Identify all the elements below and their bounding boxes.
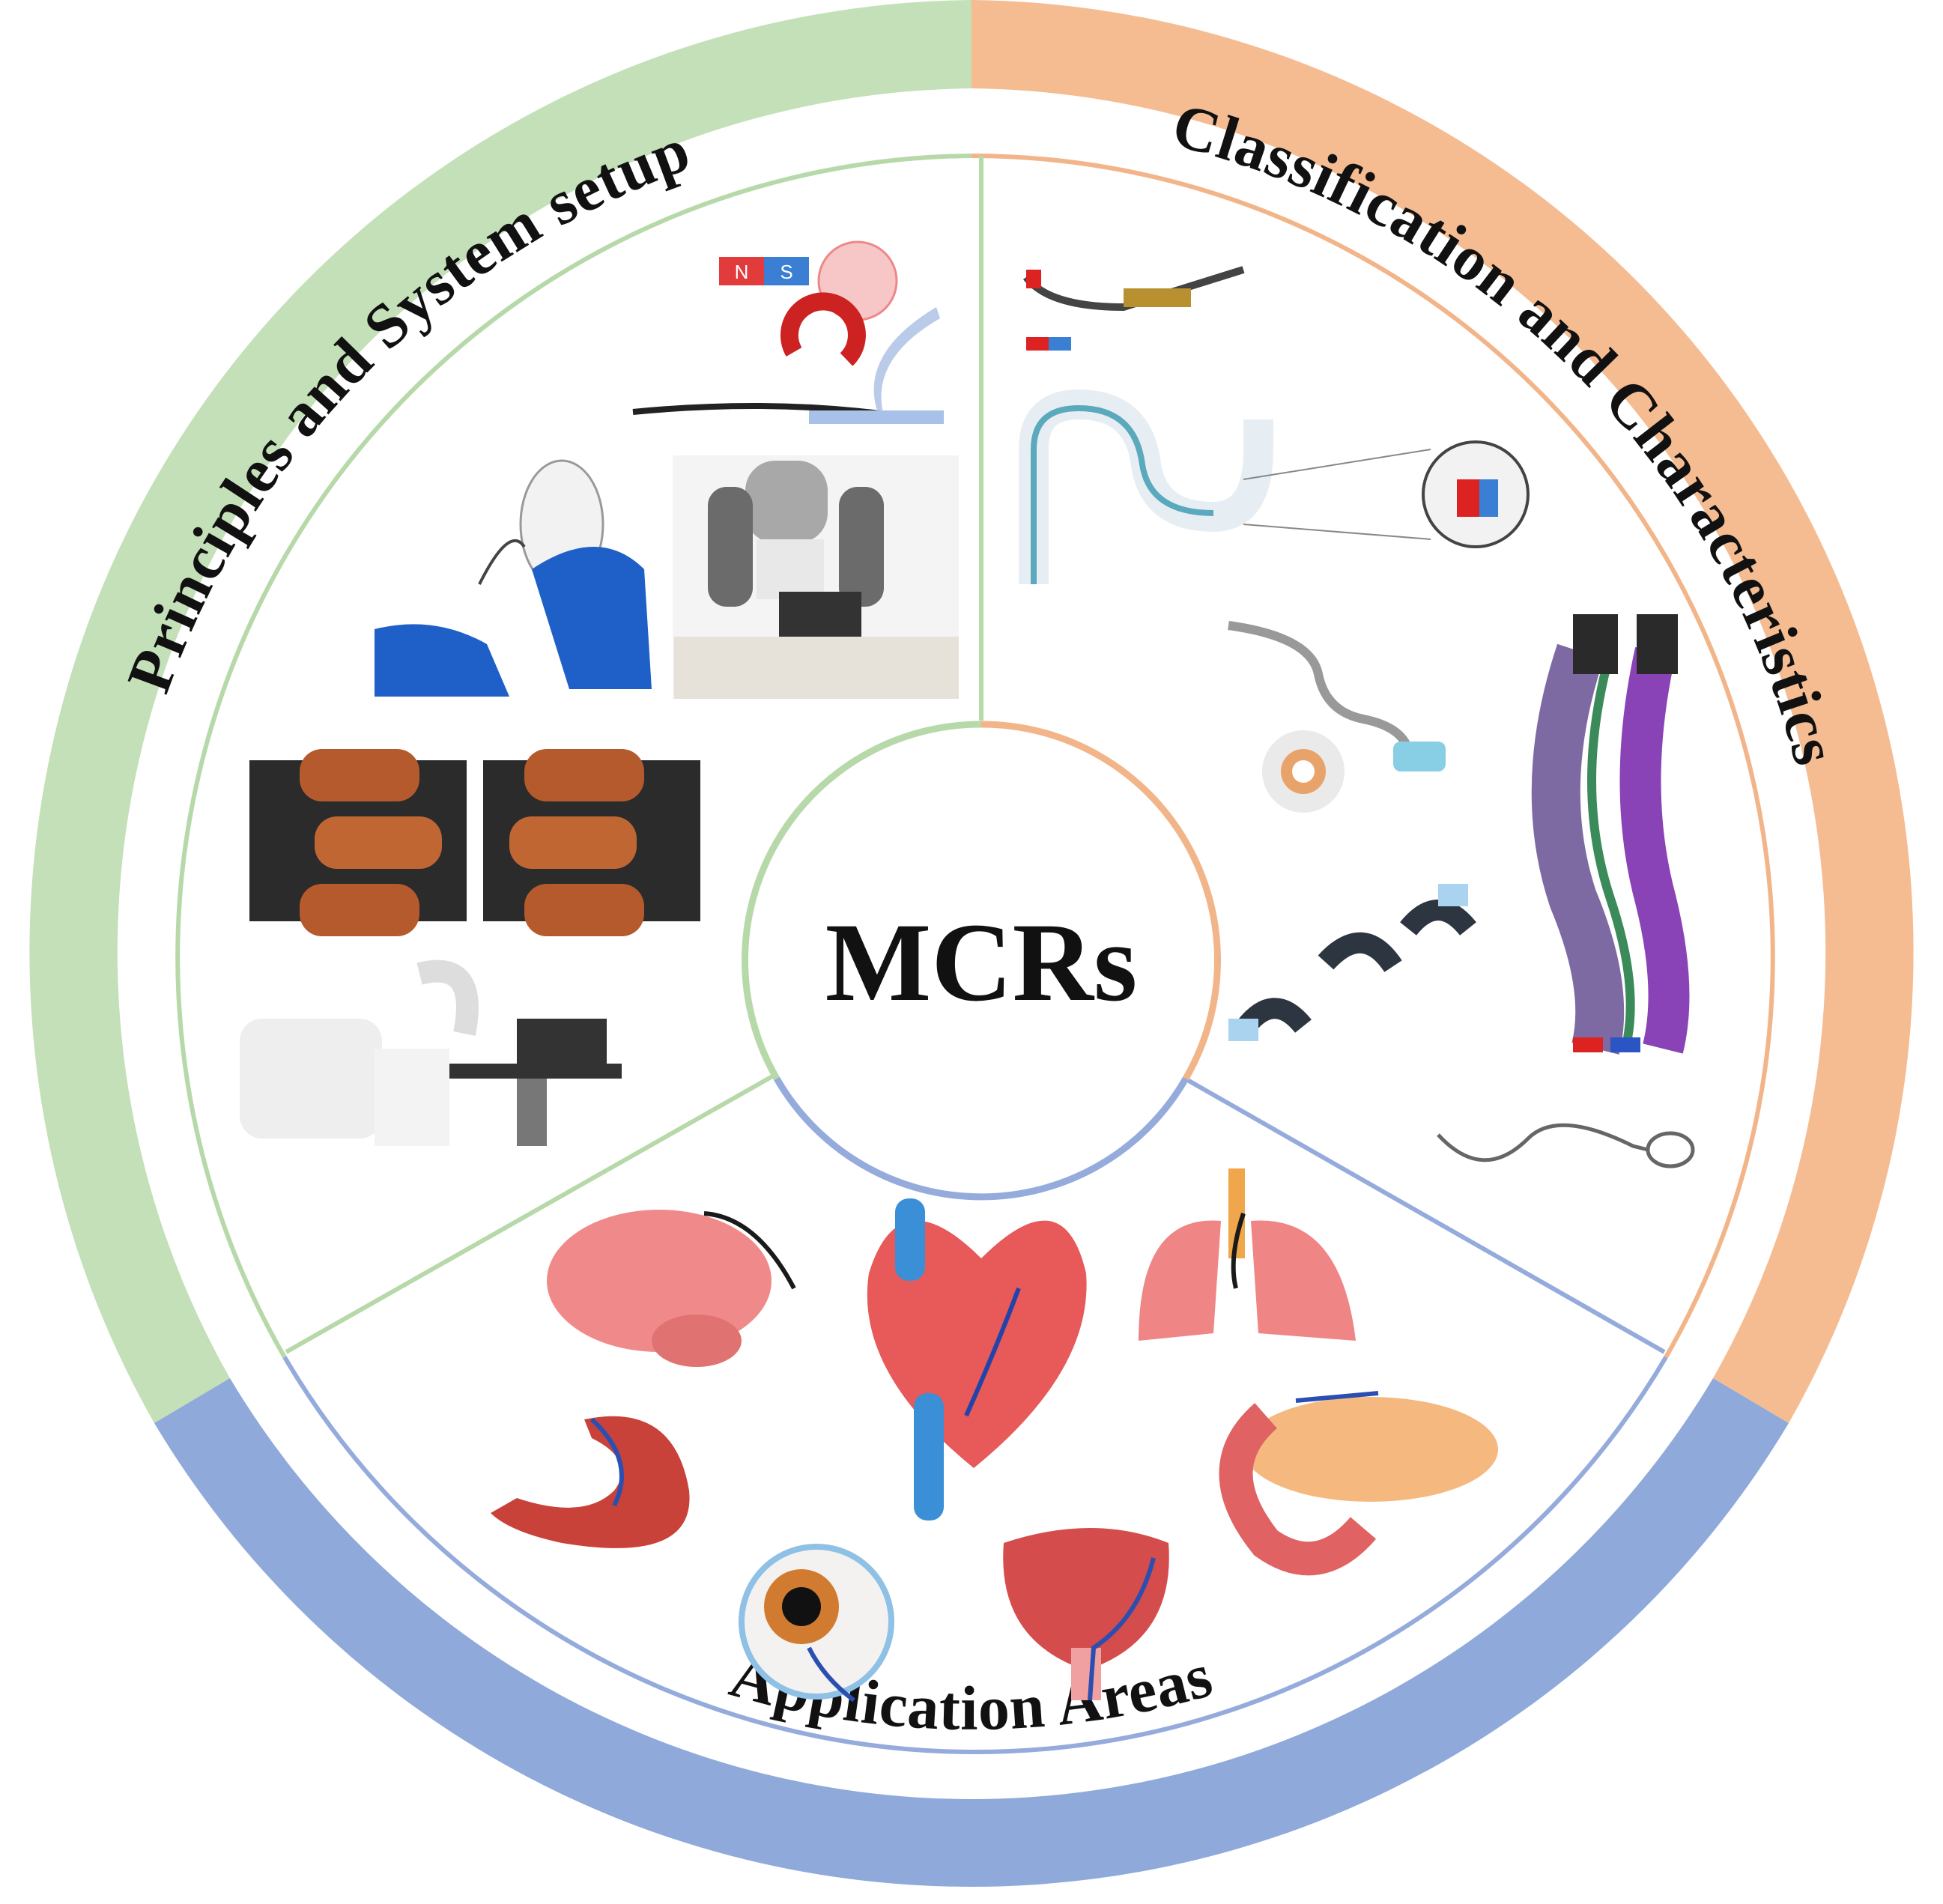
brain-icon — [547, 1210, 796, 1367]
pancreas-icon — [1219, 1391, 1498, 1576]
inner-ring — [175, 154, 1775, 1755]
eye-icon — [739, 1544, 894, 1703]
magnetic-actuation-icon: N S — [632, 240, 944, 424]
magnetic-tip-catheter-icon — [1023, 266, 1245, 351]
heart-icon — [867, 1198, 1087, 1521]
inner-arc-principles — [175, 154, 972, 1359]
electromagnetic-coil-system-icon — [249, 749, 700, 936]
ring-segment-classification — [972, 0, 1914, 1423]
inner-arc-classification — [971, 154, 1775, 1359]
ring-segment-applications — [154, 1378, 1789, 1887]
outer-ring — [29, 0, 1914, 1887]
microwire-icon — [1437, 1123, 1695, 1168]
applications-illustrations — [491, 1168, 1498, 1703]
bladder-icon — [1003, 1528, 1169, 1701]
center-hub: MCRs — [742, 721, 1221, 1201]
classification-illustrations — [1019, 266, 1695, 1168]
divider-left — [285, 1070, 780, 1354]
handheld-magnet-guidewire-icon — [375, 459, 652, 697]
section-dividers — [285, 156, 1666, 1354]
inner-arc-applications — [282, 1356, 1668, 1755]
principles-illustrations: N S — [240, 240, 959, 1146]
center-label: MCRs — [825, 900, 1138, 1025]
magnetic-soft-film-robot-icon — [1228, 884, 1476, 1041]
svg-text:S: S — [780, 261, 792, 283]
clinical-imaging-suite-icon — [240, 959, 622, 1146]
lung-icon — [1139, 1168, 1356, 1341]
soft-continuum-robot-icon — [1228, 621, 1446, 813]
svg-text:N: N — [735, 261, 749, 283]
robotic-arm-icon — [673, 455, 959, 699]
ring-segment-principles — [29, 0, 972, 1423]
steerable-catheter-icon — [1019, 389, 1530, 584]
stomach-icon — [491, 1416, 690, 1548]
multi-lumen-catheter-icon — [1531, 614, 1690, 1055]
divider-right — [1173, 1070, 1666, 1354]
